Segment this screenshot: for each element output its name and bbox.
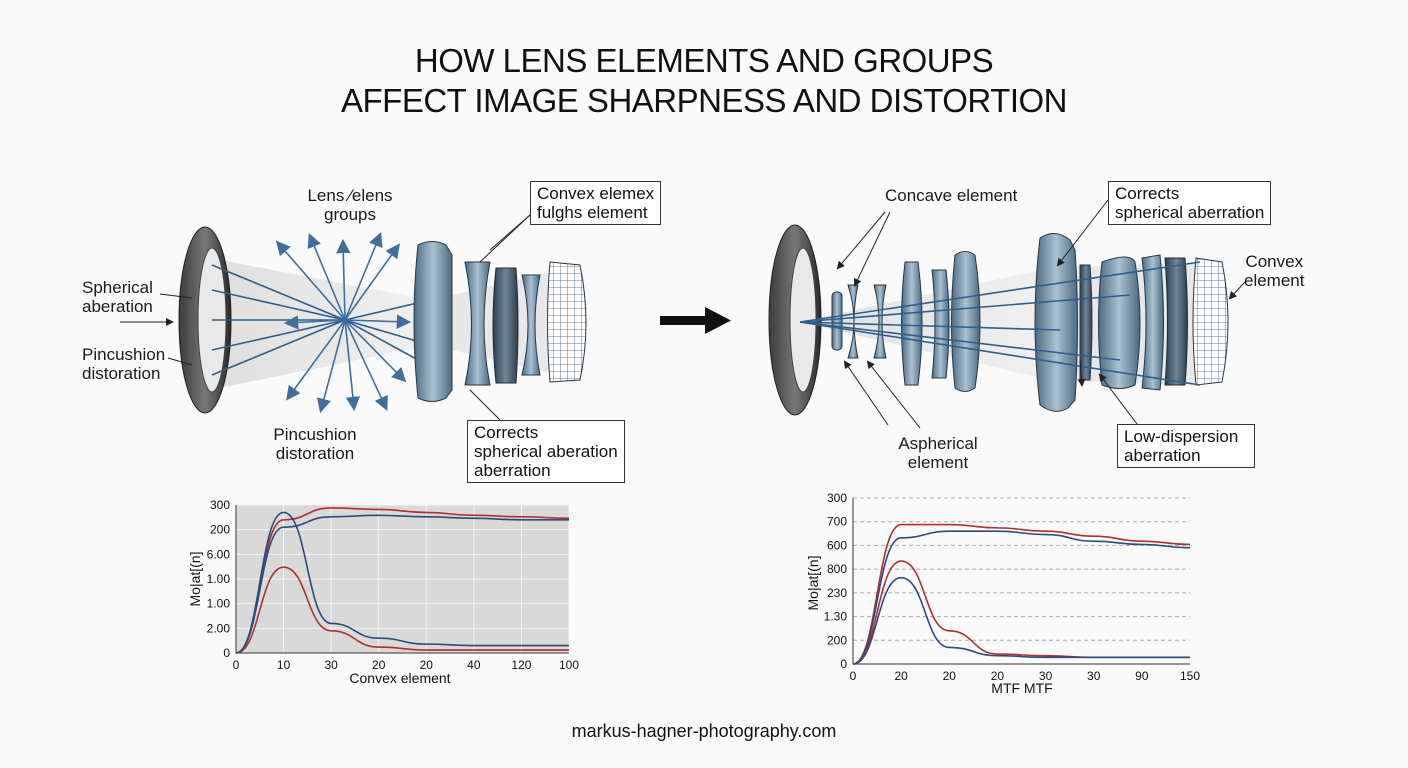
- convex-element-label: Convex element: [1244, 252, 1305, 290]
- y-tick-label: 700: [827, 515, 847, 529]
- pincushion-bottom-label: Pincushion distoration: [273, 425, 357, 463]
- x-tick-label: 90: [1135, 669, 1149, 683]
- y-tick-label: 230: [827, 586, 847, 600]
- x-tick-label: 30: [1039, 669, 1053, 683]
- x-tick-label: 30: [324, 658, 338, 672]
- y-tick-label: 0: [223, 646, 230, 660]
- y-tick-label: 600: [827, 538, 847, 552]
- x-tick-label: 0: [233, 658, 240, 672]
- x-tick-label: 30: [1087, 669, 1101, 683]
- series-line-2: [235, 566, 569, 654]
- series-line-1: [235, 514, 569, 654]
- x-tick-label: 40: [467, 658, 481, 672]
- chart-left-xlabel: Convex element: [349, 670, 450, 686]
- chart-right-xlabel: MTF MTF: [991, 680, 1052, 696]
- corrects-spherical-box-right: Corrects spherical aberration: [1108, 181, 1272, 225]
- right-elements: [831, 233, 1229, 412]
- starburst-arrows: [275, 232, 412, 414]
- series-line-3: [235, 511, 569, 654]
- series-line-1: [852, 530, 1191, 665]
- x-tick-label: 20: [372, 658, 386, 672]
- title-line-1: HOW LENS ELEMENTS AND GROUPS: [414, 42, 994, 79]
- chart-left-ylabel: Mo|at[(n]: [187, 552, 203, 607]
- concave-element-label: Concave element: [885, 186, 1018, 205]
- footer-url: markus-hagner-photography.com: [571, 721, 837, 741]
- right-lens-diagram: [768, 199, 1246, 429]
- chart-right-ylabel: Mo|at[(n]: [805, 556, 821, 611]
- y-tick-label: 300: [827, 491, 847, 505]
- chart-right-grid: [853, 497, 1190, 641]
- series-line-3: [852, 576, 1190, 665]
- chart-left-grid: [236, 504, 570, 653]
- corrects-spherical-box-left: Corrects spherical aberation aberration: [467, 420, 625, 483]
- pincushion-left-label: Pincushion distoration: [82, 345, 166, 383]
- y-tick-label: 2.00: [207, 621, 231, 635]
- left-lens-group: [413, 241, 587, 402]
- x-tick-label: 10: [277, 658, 291, 672]
- y-tick-label: 1.30: [824, 610, 848, 624]
- right-rays: [799, 261, 1201, 386]
- x-tick-label: 120: [511, 658, 531, 672]
- y-tick-label: 200: [210, 523, 230, 537]
- right-arrow-icon: [660, 307, 731, 334]
- series-line-0: [852, 523, 1191, 665]
- y-tick-label: 300: [210, 498, 230, 512]
- x-tick-label: 20: [894, 669, 908, 683]
- low-dispersion-box: Low-dispersion aberration: [1117, 424, 1255, 468]
- y-tick-label: 0: [840, 657, 847, 671]
- y-tick-label: 1.00: [207, 597, 231, 611]
- aspherical-element-label: Aspherical element: [898, 434, 978, 472]
- left-lens-diagram: [120, 214, 587, 421]
- y-tick-label: 1.00: [207, 572, 231, 586]
- x-tick-label: 20: [420, 658, 434, 672]
- convex-element-box: Convex elemex fulghs element: [530, 181, 662, 225]
- y-tick-label: 200: [827, 633, 847, 647]
- x-tick-label: 20: [943, 669, 957, 683]
- lens-groups-label: Lens ⁄elens groups: [307, 186, 393, 224]
- chart-left: 0 10 30 20 20 40 120 100 300 200 6.00 1.00 1.00 2.00 0…: [187, 498, 579, 686]
- y-tick-label: 6.00: [207, 547, 231, 561]
- x-tick-label: 20: [991, 669, 1005, 683]
- x-tick-label: 100: [559, 658, 579, 672]
- series-line-0: [235, 507, 570, 654]
- x-tick-label: 150: [1180, 669, 1200, 683]
- x-tick-label: 0: [850, 669, 857, 683]
- spherical-aberation-label: Spherical aberation: [82, 278, 153, 316]
- title-line-2: AFFECT IMAGE SHARPNESS AND DISTORTION: [341, 82, 1067, 119]
- series-line-2: [852, 560, 1190, 665]
- y-tick-label: 800: [827, 562, 847, 576]
